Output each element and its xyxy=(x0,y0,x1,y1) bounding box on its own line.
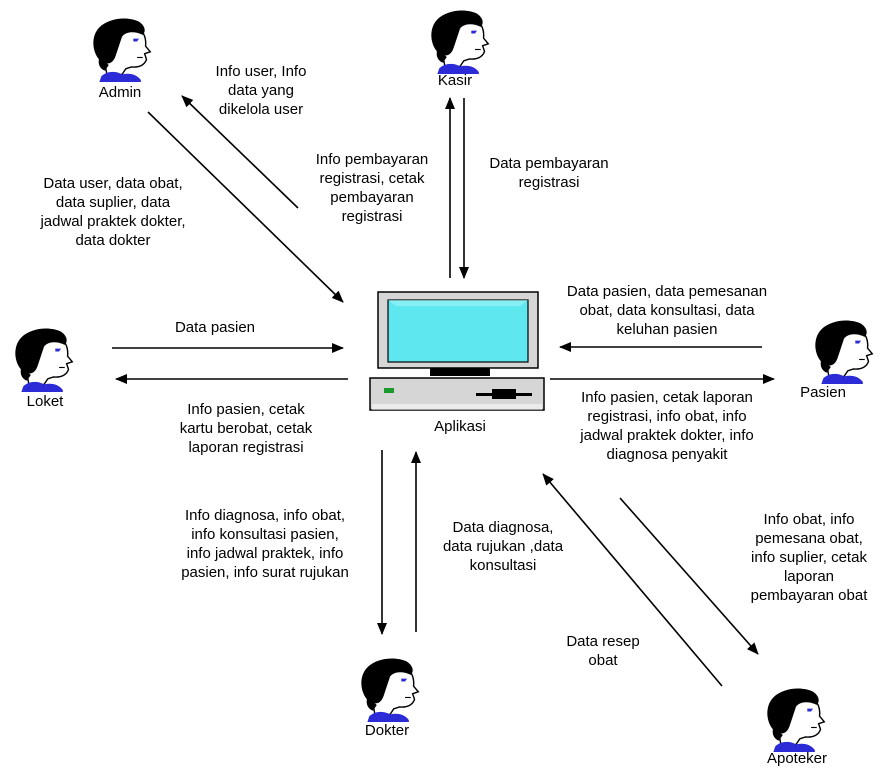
flow-label-kasir-out: Info pembayaran registrasi, cetak pembay… xyxy=(315,151,429,225)
actor-label-apoteker: Apoteker xyxy=(766,750,828,767)
system-label-aplikasi: Aplikasi xyxy=(434,418,486,435)
pasien-person-icon xyxy=(814,319,873,384)
arrow-aplikasi-to-apoteker xyxy=(619,497,759,655)
flow-label-pasien-out: Info pasien, cetak laporan registrasi, i… xyxy=(580,389,754,463)
arrow-admin-to-aplikasi xyxy=(147,111,344,303)
flow-label-apoteker-out: Info obat, info pemesana obat, info supl… xyxy=(750,511,868,604)
loket-person-icon xyxy=(14,327,73,392)
actor-label-admin: Admin xyxy=(98,84,142,101)
actor-label-dokter: Dokter xyxy=(364,722,410,739)
actor-label-pasien: Pasien xyxy=(800,384,846,401)
flow-label-dokter-out: Info diagnosa, info obat, info konsultas… xyxy=(181,507,349,581)
flow-label-apoteker-in: Data resep obat xyxy=(566,633,640,669)
computer-icon xyxy=(369,291,545,411)
flow-label-admin-in: Data user, data obat, data suplier, data… xyxy=(40,175,186,249)
admin-person-icon xyxy=(92,17,151,82)
arrow-apoteker-to-aplikasi xyxy=(542,473,723,687)
dokter-person-icon xyxy=(360,657,419,722)
flow-label-pasien-in: Data pasien, data pemesanan obat, data k… xyxy=(566,283,768,338)
actor-label-loket: Loket xyxy=(26,393,64,410)
kasir-person-icon xyxy=(430,9,489,74)
arrow-aplikasi-to-admin xyxy=(181,95,299,209)
actor-label-kasir: Kasir xyxy=(437,72,473,89)
flow-label-loket-in: Data pasien xyxy=(174,319,256,336)
flow-label-loket-out: Info pasien, cetak kartu berobat, cetak … xyxy=(179,401,313,456)
flow-label-kasir-in: Data pembayaran registrasi xyxy=(489,155,609,191)
flow-label-admin-out: Info user, Info data yang dikelola user xyxy=(215,63,307,118)
flow-label-dokter-in: Data diagnosa, data rujukan ,data konsul… xyxy=(442,519,564,574)
apoteker-person-icon xyxy=(766,687,825,752)
